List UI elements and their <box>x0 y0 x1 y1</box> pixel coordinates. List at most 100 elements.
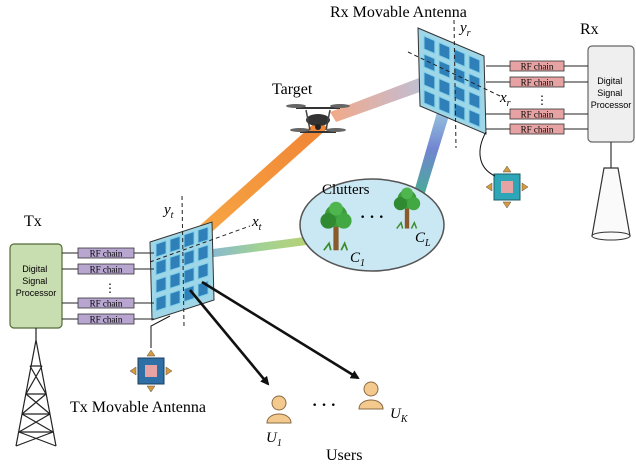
rx-x-axis-label: xr <box>499 90 511 109</box>
rx-antenna-array <box>417 27 487 135</box>
rx-y-sub: r <box>467 28 471 39</box>
rx-antenna-element <box>423 71 436 91</box>
tx-label: Tx <box>24 213 42 230</box>
drone-icon <box>286 104 350 133</box>
user-k-letter: U <box>390 406 402 422</box>
tx-antenna-element <box>155 257 167 276</box>
tx-x-sub: t <box>259 222 262 233</box>
tx-processor-line3: Processor <box>16 288 57 298</box>
tx-antenna-element <box>155 239 167 258</box>
tx-y-letter: y <box>162 202 171 218</box>
rx-processor-line3: Processor <box>591 100 632 110</box>
tx-antenna-element <box>169 271 181 290</box>
rx-processor-line1: Digital <box>597 76 622 86</box>
tx-rf-chain-label: RF chain <box>90 315 123 325</box>
link-to-user-1 <box>188 289 270 386</box>
rx-rf-chain-label: RF chain <box>521 78 554 88</box>
clutters-label: Clutters <box>322 182 370 198</box>
rx-x-axis <box>407 51 501 97</box>
user-1-sub: 1 <box>277 438 282 449</box>
clutter-c1-letter: C <box>350 250 361 266</box>
rx-y-axis-label: yr <box>458 20 471 39</box>
tx-antenna-element <box>155 293 167 312</box>
tx-x-axis <box>149 225 251 263</box>
beam-tx-to-clutter <box>205 236 314 258</box>
clutter-cl-label: CL <box>415 230 431 249</box>
tx-antenna-element <box>169 253 181 272</box>
users-label: Users <box>326 447 362 464</box>
tx-antenna-element <box>183 230 195 249</box>
tx-x-letter: x <box>251 214 259 230</box>
rx-y-axis <box>453 19 457 149</box>
clutter-c1-label: C1 <box>350 250 365 269</box>
tx-antenna-element <box>197 244 209 262</box>
clutter-dots: · · · <box>360 209 384 226</box>
users-dots: · · · <box>312 397 336 414</box>
rx-antenna-element <box>438 41 451 61</box>
tx-tower-icon <box>15 328 57 447</box>
tx-rf-chain-label: RF chain <box>90 249 123 259</box>
rx-rf-chain-label: RF chain <box>521 125 554 135</box>
rx-processor-line2: Signal <box>597 88 622 98</box>
rx-rf-chain-label: RF chain <box>521 62 554 72</box>
rx-antenna-element <box>468 108 481 128</box>
clutter-cl-sub: L <box>424 238 431 249</box>
tx-antenna-element <box>183 266 195 285</box>
tx-x-axis-label: xt <box>251 214 262 233</box>
link-to-user-k <box>201 280 360 380</box>
tx-antenna-element <box>197 262 209 280</box>
rx-antenna-element <box>453 84 466 104</box>
tx-antenna-element <box>169 289 181 308</box>
user-k-label: UK <box>390 406 409 425</box>
rx-rf-vdots: ⋮ <box>536 93 548 107</box>
rx-y-letter: y <box>458 20 467 36</box>
rx-antenna-element <box>453 66 466 86</box>
rx-antenna-element <box>468 54 481 74</box>
tx-antenna-element <box>155 275 167 294</box>
rx-antenna-element <box>423 35 436 55</box>
rx-x-sub: r <box>507 98 511 109</box>
rx-movable-positioner-icon <box>479 131 529 209</box>
rx-antenna-element <box>423 89 436 109</box>
rx-label: Rx <box>580 21 599 38</box>
beam-target-to-rx <box>330 70 448 122</box>
tx-processor-box <box>9 243 63 329</box>
tx-antenna-element <box>169 235 181 254</box>
user-1-letter: U <box>266 430 278 446</box>
rx-antenna-title: Rx Movable Antenna <box>330 4 467 21</box>
user-1-label: U1 <box>266 430 282 449</box>
tx-processor-label: Digital Signal Processor <box>16 264 57 298</box>
tx-rf-vdots: ⋮ <box>104 281 116 295</box>
target-label: Target <box>272 81 313 98</box>
rx-antenna-element <box>453 102 466 122</box>
rx-rf-chain-label: RF chain <box>521 110 554 120</box>
clutter-cl-letter: C <box>415 230 426 246</box>
rx-antenna-element <box>468 72 481 92</box>
tx-antenna-title: Tx Movable Antenna <box>70 399 206 416</box>
tx-movable-positioner-icon <box>129 315 173 393</box>
tx-antenna-element <box>183 248 195 267</box>
rx-antenna-element <box>468 90 481 110</box>
tx-antenna-array <box>149 221 215 321</box>
rx-antenna-element <box>438 59 451 79</box>
rx-antenna-element <box>453 48 466 68</box>
rx-antenna-element <box>438 77 451 97</box>
tx-y-axis-label: yt <box>162 202 174 221</box>
beam-tx-to-target <box>197 120 328 238</box>
tx-antenna-element <box>197 226 209 244</box>
rx-base-station-icon <box>591 142 631 241</box>
rx-x-letter: x <box>499 90 507 106</box>
tx-y-axis <box>181 195 185 327</box>
tx-processor-line2: Signal <box>22 276 47 286</box>
user-icon-1 <box>266 395 292 424</box>
user-k-sub: K <box>400 414 409 425</box>
rx-antenna-element <box>438 95 451 115</box>
clutter-c1-sub: 1 <box>360 258 365 269</box>
tx-rf-chain-label: RF chain <box>90 265 123 275</box>
beam-clutter-to-rx <box>414 102 452 196</box>
user-icon-k <box>358 381 384 410</box>
tx-y-sub: t <box>171 210 174 221</box>
